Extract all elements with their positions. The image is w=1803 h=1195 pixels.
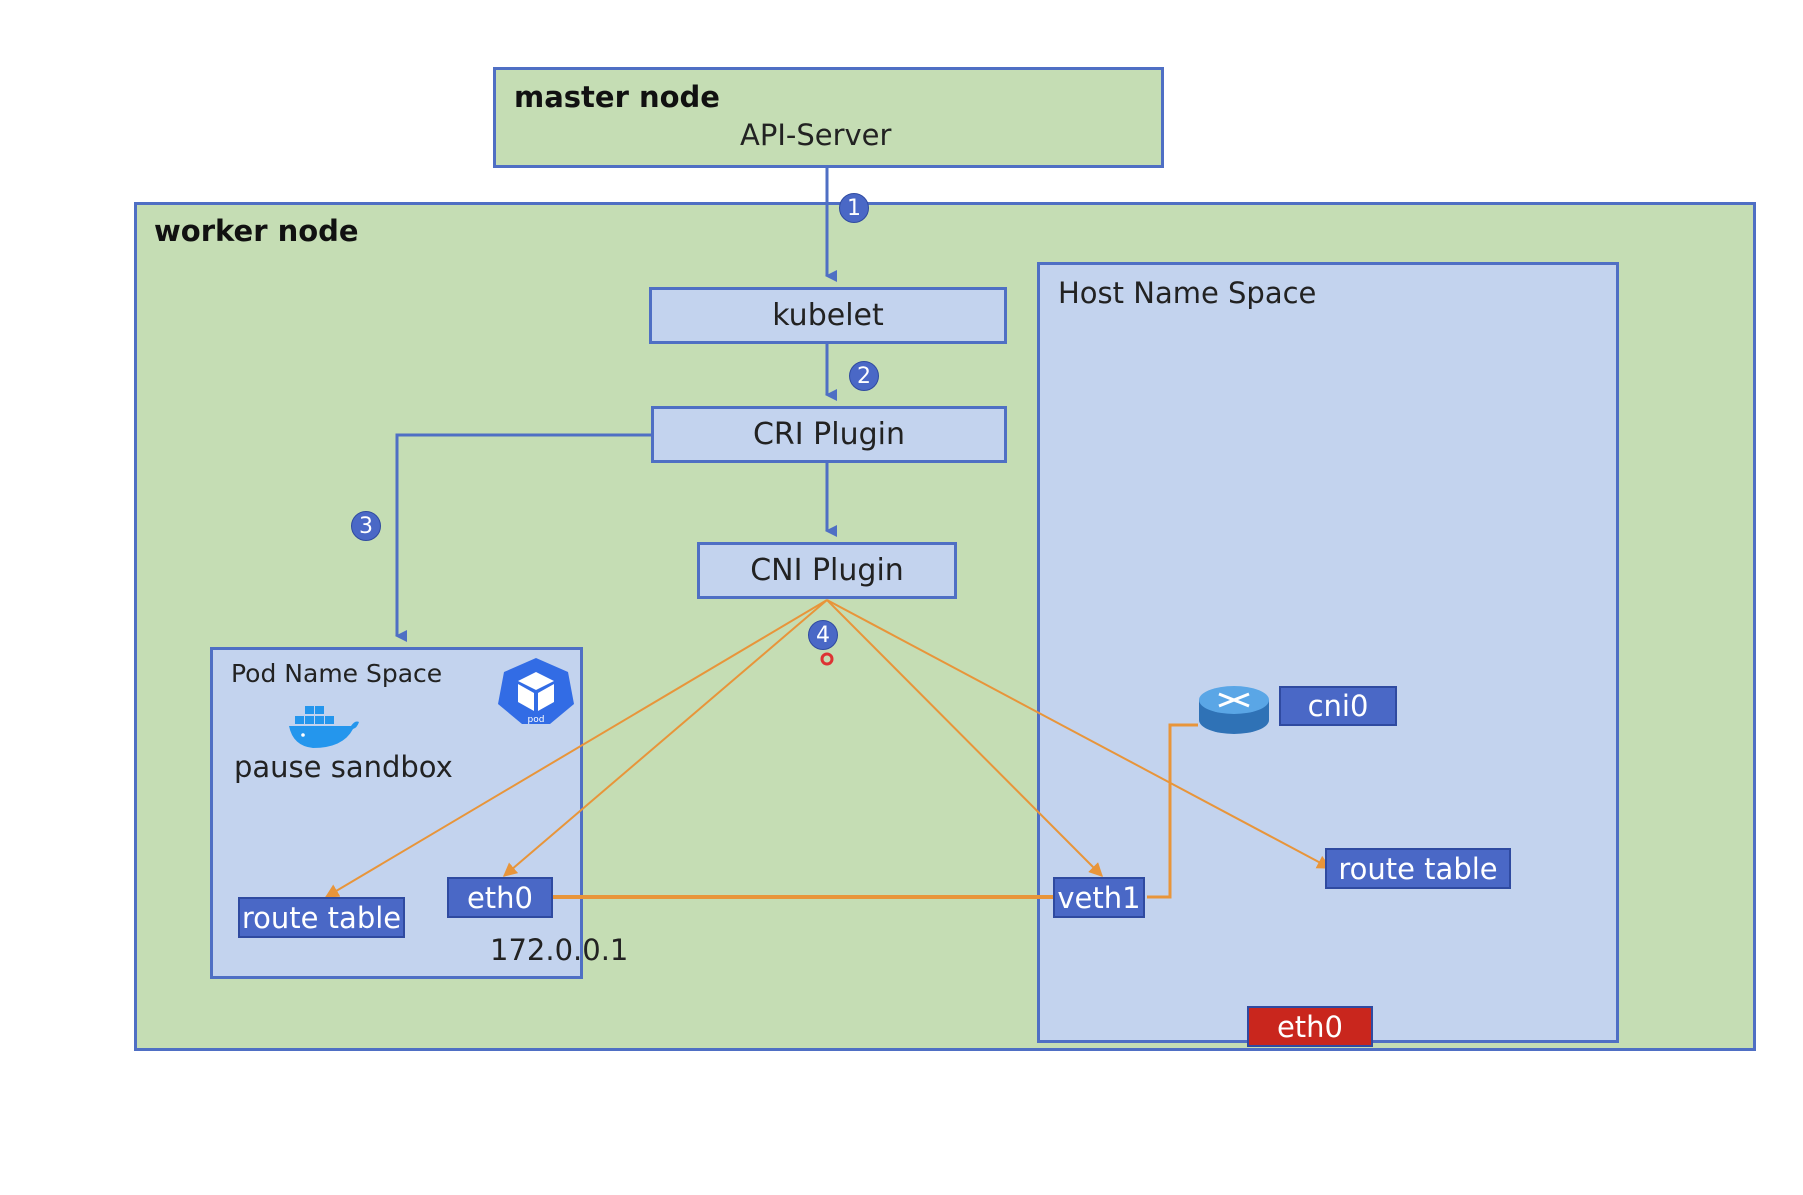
step-badge-4: 4 [808,620,838,650]
api-server-label: API-Server [740,118,892,152]
worker-node-title: worker node [154,214,359,248]
arrow-cni-to-pod-route [324,599,828,898]
arrow-cni-to-veth1 [826,599,1103,877]
pod-route-table: route table [238,897,405,938]
host-route-table: route table [1325,848,1511,889]
pod-eth0: eth0 [447,877,553,918]
cri-plugin-box: CRI Plugin [651,406,1007,463]
master-node [493,67,1164,168]
step-badge-1: 1 [839,193,869,223]
pointer-dot [820,652,834,666]
pod-ip-label: 172.0.0.1 [490,933,629,967]
host-cni0: cni0 [1279,686,1397,726]
arrow-cni-to-host-route [826,599,1332,869]
veth1-to-cni0-link [1147,723,1198,899]
host-namespace [1037,262,1619,1043]
cni-plugin-box: CNI Plugin [697,542,957,599]
svg-text:pod: pod [528,715,545,725]
pause-sandbox-label: pause sandbox [234,750,453,784]
arrow-cni-to-pod-eth0 [502,599,828,877]
host-eth0: eth0 [1247,1006,1373,1047]
master-node-title: master node [514,80,720,114]
pod-namespace-title: Pod Name Space [231,659,443,688]
router-icon [1197,680,1271,736]
arrow-cri-to-pod [395,433,651,642]
kubelet-box: kubelet [649,287,1007,344]
step-badge-2: 2 [849,361,879,391]
step-badge-3: 3 [351,511,381,541]
docker-icon [287,702,361,752]
host-namespace-title: Host Name Space [1058,276,1317,310]
pod-icon: pod [496,656,576,726]
host-veth1: veth1 [1053,877,1145,918]
